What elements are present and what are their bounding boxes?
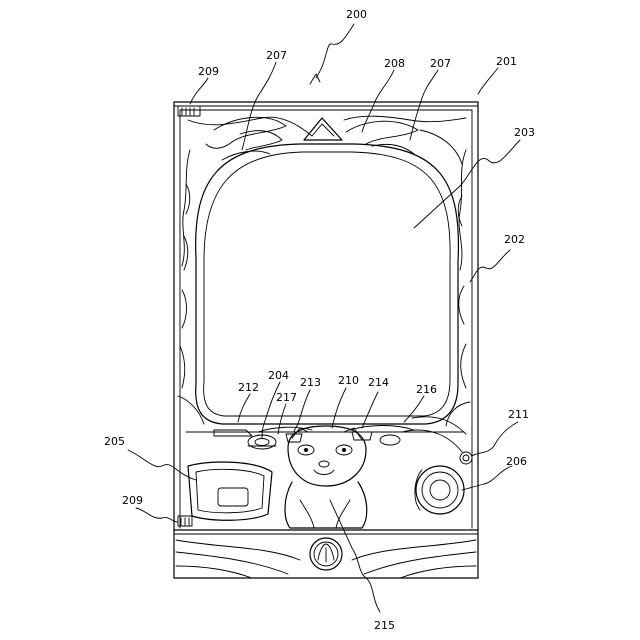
label-214: 214 xyxy=(368,376,389,389)
label-202: 202 xyxy=(504,233,525,246)
label-213: 213 xyxy=(300,376,321,389)
decorative-frame xyxy=(178,116,470,426)
ball-tray xyxy=(188,462,272,520)
bottom-panel xyxy=(176,538,476,578)
label-209-lower: 209 xyxy=(122,494,143,507)
label-203: 203 xyxy=(514,126,535,139)
label-215: 215 xyxy=(374,619,395,632)
label-211: 211 xyxy=(508,408,529,421)
label-209-upper: 209 xyxy=(198,65,219,78)
fixture-top-left xyxy=(178,106,200,116)
label-206: 206 xyxy=(506,455,527,468)
label-207-left: 207 xyxy=(266,49,287,62)
label-208: 208 xyxy=(384,57,405,70)
label-216: 216 xyxy=(416,383,437,396)
indicator-lamp xyxy=(460,452,472,464)
label-217: 217 xyxy=(276,391,297,404)
label-200: 200 xyxy=(346,8,367,21)
lower-play-area xyxy=(186,417,466,452)
label-201: 201 xyxy=(496,55,517,68)
label-207-right: 207 xyxy=(430,57,451,70)
handle-knob xyxy=(415,466,464,514)
label-205: 205 xyxy=(104,435,125,448)
label-210: 210 xyxy=(338,374,359,387)
display-window xyxy=(196,144,459,424)
label-204: 204 xyxy=(268,369,289,382)
character-figure xyxy=(285,426,367,528)
label-212: 212 xyxy=(238,381,259,394)
